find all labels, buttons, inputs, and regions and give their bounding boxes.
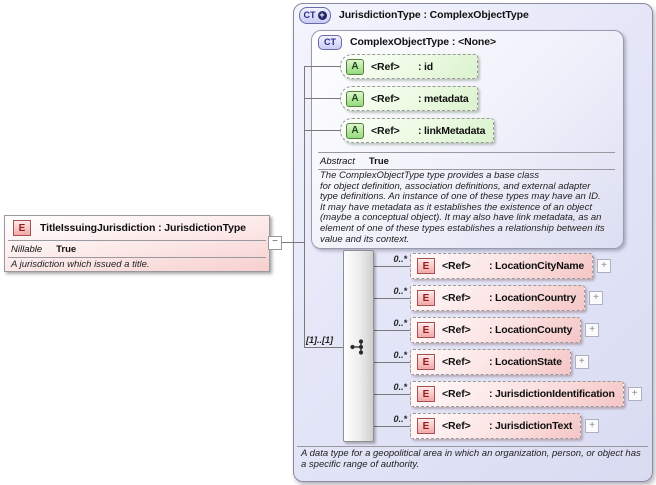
element-icon: E <box>417 322 435 338</box>
complex-object-type-title: ComplexObjectType : <None> <box>350 36 496 48</box>
element-icon: E <box>417 418 435 434</box>
connector-line <box>304 130 341 131</box>
expand-button[interactable]: + <box>589 291 604 305</box>
left-node-header: E TitleIssuingJurisdiction : Jurisdictio… <box>5 216 269 240</box>
connector-line <box>373 394 410 395</box>
connector-line <box>373 362 410 363</box>
element-ref-label: <Ref> <box>442 260 471 272</box>
connector-line <box>373 266 410 267</box>
attribute-ref-id[interactable]: A <Ref> : id <box>340 54 478 79</box>
connector-line <box>373 298 410 299</box>
left-node-title: TitleIssuingJurisdiction : JurisdictionT… <box>40 222 246 234</box>
node-title-issuing-jurisdiction[interactable]: E TitleIssuingJurisdiction : Jurisdictio… <box>4 215 270 272</box>
complex-object-type-annotation: The ComplexObjectType type provides a ba… <box>320 170 605 245</box>
attribute-name: : metadata <box>418 92 469 105</box>
attribute-row: A <Ref> : metadata <box>340 86 478 111</box>
element-icon: E <box>417 386 435 402</box>
element-row: E <Ref> : JurisdictionIdentification + <box>410 381 642 407</box>
expand-button[interactable]: + <box>585 323 600 337</box>
occurrence-label: 0..* <box>393 414 407 424</box>
element-row: E <Ref> : LocationCounty + <box>410 317 600 343</box>
collapse-button[interactable]: − <box>268 236 282 250</box>
element-ref-label: <Ref> <box>442 292 471 304</box>
element-ref-label: <Ref> <box>442 388 471 400</box>
element-name: : LocationCountry <box>489 292 577 304</box>
divider <box>8 257 266 258</box>
element-name: : LocationState <box>489 356 562 368</box>
element-ref-location-city-name[interactable]: E <Ref> : LocationCityName <box>410 253 593 279</box>
element-row: E <Ref> : JurisdictionText + <box>410 413 600 439</box>
complex-type-label: CT <box>303 10 316 20</box>
sequence-compositor[interactable] <box>343 250 374 442</box>
attribute-icon: A <box>346 58 364 75</box>
element-ref-location-state[interactable]: E <Ref> : LocationState <box>410 349 571 375</box>
element-row: E <Ref> : LocationState + <box>410 349 589 375</box>
divider <box>297 446 648 447</box>
attribute-ref-label: <Ref> <box>371 124 400 137</box>
attribute-row: A <Ref> : id <box>340 54 478 79</box>
expand-button[interactable]: + <box>597 259 611 273</box>
occurrence-label: 0..* <box>393 254 407 264</box>
expand-button[interactable]: + <box>585 419 600 433</box>
element-ref-label: <Ref> <box>442 420 471 432</box>
element-icon: E <box>417 290 435 306</box>
derived-plus-icon: + <box>317 9 327 20</box>
element-row: E <Ref> : LocationCityName + <box>410 253 611 279</box>
complex-type-icon: CT <box>318 34 342 50</box>
element-name: : JurisdictionIdentification <box>489 388 615 400</box>
attribute-icon: A <box>346 90 364 107</box>
cardinality-label: [1]..[1] <box>306 335 333 345</box>
attribute-ref-link-metadata[interactable]: A <Ref> : linkMetadata <box>340 118 495 143</box>
attribute-row: A <Ref> : linkMetadata <box>340 118 495 143</box>
element-ref-label: <Ref> <box>442 324 471 336</box>
element-ref-location-country[interactable]: E <Ref> : LocationCountry <box>410 285 586 311</box>
divider <box>8 240 266 241</box>
divider <box>318 169 615 170</box>
connector-line <box>373 330 410 331</box>
connector-line <box>304 347 343 348</box>
element-name: : JurisdictionText <box>489 420 573 432</box>
element-name: : LocationCityName <box>489 260 584 272</box>
connector-line <box>304 98 341 99</box>
attribute-ref-label: <Ref> <box>371 60 400 73</box>
connector-line <box>373 426 410 427</box>
complex-object-type-header: CT ComplexObjectType : <None> <box>318 34 496 50</box>
occurrence-label: 0..* <box>393 286 407 296</box>
element-icon: E <box>13 220 31 236</box>
element-ref-jurisdiction-text[interactable]: E <Ref> : JurisdictionText <box>410 413 582 439</box>
attribute-name: : id <box>418 60 433 73</box>
nillable-value: True <box>56 243 77 255</box>
abstract-row: Abstract True <box>320 155 389 168</box>
abstract-value: True <box>368 156 389 167</box>
compositor-icon <box>350 339 364 355</box>
element-ref-jurisdiction-identification[interactable]: E <Ref> : JurisdictionIdentification <box>410 381 624 407</box>
left-node-annotation: A jurisdiction which issued a title. <box>11 259 150 270</box>
occurrence-label: 0..* <box>393 350 407 360</box>
expand-button[interactable]: + <box>574 355 589 369</box>
expand-button[interactable]: + <box>627 387 642 401</box>
nillable-row: Nillable True <box>5 241 269 257</box>
element-icon: E <box>417 258 435 274</box>
connector-line <box>304 66 341 67</box>
element-row: E <Ref> : LocationCountry + <box>410 285 604 311</box>
occurrence-label: 0..* <box>393 382 407 392</box>
complex-type-global-icon: CT + <box>299 6 331 24</box>
divider <box>318 152 615 153</box>
attribute-ref-metadata[interactable]: A <Ref> : metadata <box>340 86 478 111</box>
element-ref-location-county[interactable]: E <Ref> : LocationCounty <box>410 317 582 343</box>
element-icon: E <box>417 354 435 370</box>
element-ref-label: <Ref> <box>442 356 471 368</box>
jurisdiction-type-title: JurisdictionType : ComplexObjectType <box>339 9 529 21</box>
abstract-label: Abstract <box>320 156 355 167</box>
connector-line <box>304 66 305 348</box>
occurrence-label: 0..* <box>393 318 407 328</box>
connector-line <box>281 242 304 243</box>
attribute-name: : linkMetadata <box>418 124 486 137</box>
nillable-label: Nillable <box>11 243 43 255</box>
element-name: : LocationCounty <box>489 324 573 336</box>
attribute-ref-label: <Ref> <box>371 92 400 105</box>
jurisdiction-type-header: CT + JurisdictionType : ComplexObjectTyp… <box>299 6 529 24</box>
jurisdiction-type-annotation: A data type for a geopolitical area in w… <box>301 448 641 470</box>
attribute-icon: A <box>346 122 364 139</box>
